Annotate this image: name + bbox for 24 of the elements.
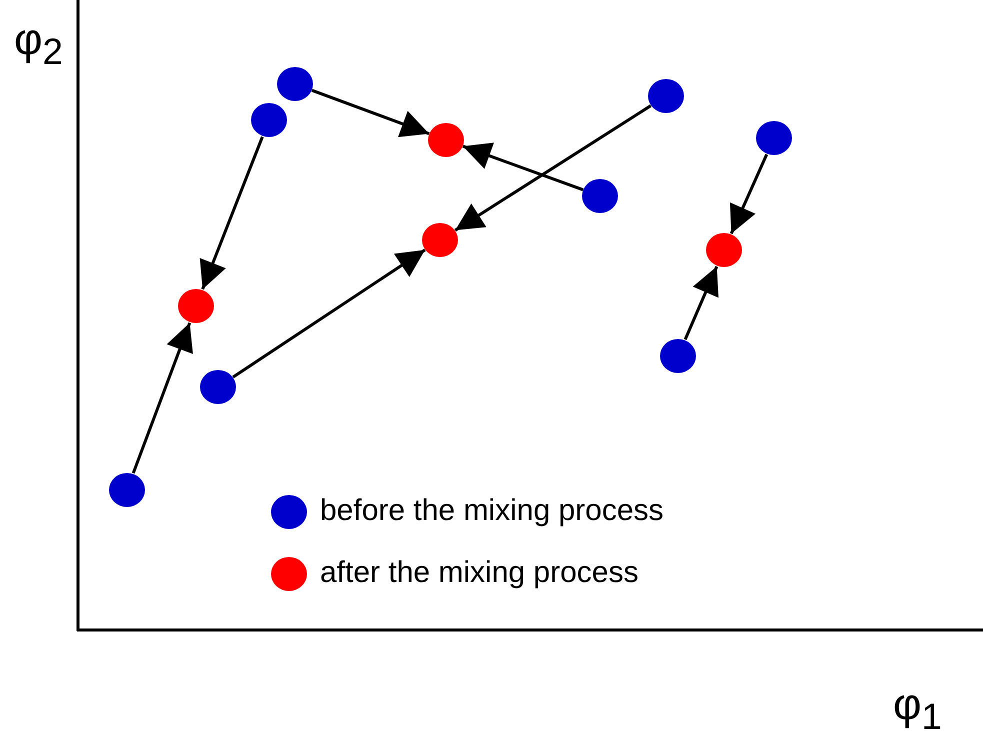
legend-label: before the mixing process	[320, 496, 664, 526]
dot-marker	[277, 67, 313, 101]
dot-marker	[706, 233, 742, 267]
axis-label: φ$_{2}$	[14, 18, 63, 70]
arrow	[132, 322, 193, 474]
arrow	[311, 88, 430, 138]
dot-marker	[582, 179, 618, 213]
dot-marker	[648, 79, 684, 113]
legend-label: after the mixing process	[320, 558, 638, 588]
dot-marker	[178, 289, 214, 323]
dot-marker	[109, 473, 145, 507]
dot-marker	[756, 121, 792, 155]
dot-marker	[428, 123, 464, 157]
arrow	[454, 104, 652, 232]
arrow	[730, 154, 768, 234]
arrow	[200, 136, 264, 290]
dot-marker	[660, 339, 696, 373]
dot-marker	[200, 370, 236, 404]
dot-marker	[422, 223, 458, 257]
arrow	[684, 266, 719, 340]
axis-label: φ$_{1}$	[893, 683, 942, 731]
arrow	[232, 248, 426, 378]
arrow	[462, 142, 584, 192]
dot-marker	[251, 103, 287, 137]
